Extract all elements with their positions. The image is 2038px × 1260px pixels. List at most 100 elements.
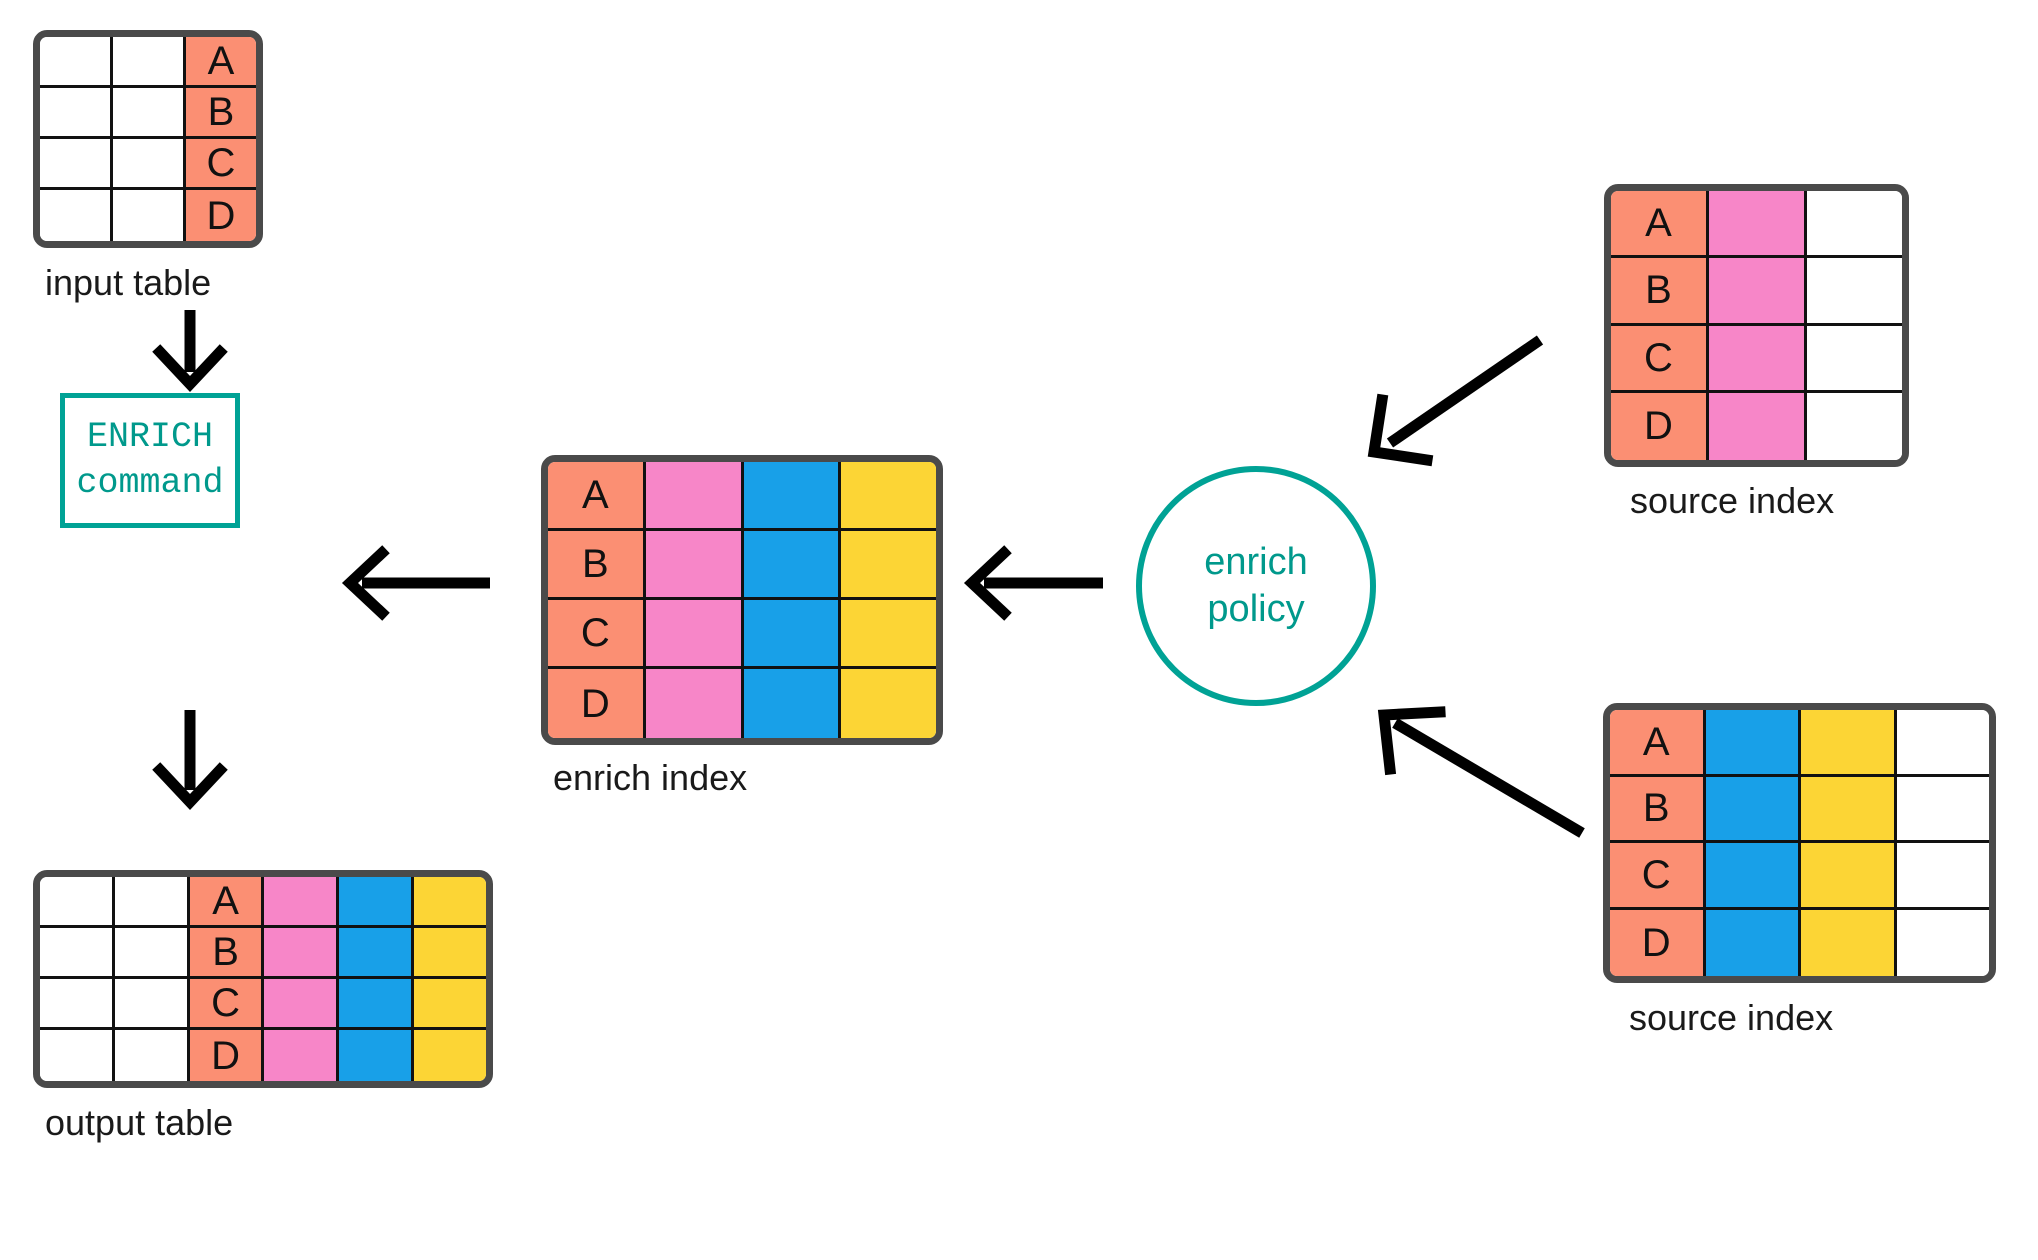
table-cell-key-A: A (1611, 191, 1709, 259)
table-cell-key-D: D (189, 1030, 265, 1081)
table-cell-key-A: A (186, 37, 256, 88)
table-cell (1705, 909, 1801, 976)
table-cell-key-C: C (1611, 325, 1709, 393)
table-row: A (40, 37, 256, 88)
table-cell (414, 979, 486, 1030)
table-row: C (1610, 843, 1989, 910)
table-cell (1807, 392, 1902, 460)
table-cell (414, 877, 486, 928)
table-cell (114, 877, 190, 928)
table-cell-key-C: C (186, 139, 256, 190)
table-cell (1709, 191, 1807, 259)
source-index-bottom-caption: source index (1629, 997, 1834, 1038)
table-cell (1709, 325, 1807, 393)
table-cell (114, 979, 190, 1030)
table-cell (1709, 392, 1807, 460)
table-cell (40, 37, 113, 88)
table-row: C (40, 139, 256, 190)
table-cell (743, 600, 842, 669)
table-cell (114, 928, 190, 979)
table-cell (645, 462, 744, 531)
table-cell (264, 877, 340, 928)
table-cell (645, 600, 744, 669)
table-cell-key-B: B (1611, 258, 1709, 326)
table-cell (841, 669, 936, 738)
table-cell (113, 37, 186, 88)
enrich-command-box[interactable]: ENRICH command (60, 393, 240, 528)
table-row: A (1610, 710, 1989, 777)
table-cell-key-D: D (1611, 392, 1709, 460)
table-cell (1801, 776, 1897, 843)
table-cell (743, 462, 842, 531)
table-cell (1896, 909, 1989, 976)
table-cell (1801, 843, 1897, 910)
table-row: B (548, 531, 936, 600)
table-row: C (1611, 325, 1902, 393)
table-cell (40, 877, 115, 928)
table-cell-key-A: A (548, 462, 646, 531)
arrow-policy-to-enrich-index (963, 545, 1103, 621)
table-cell (40, 190, 113, 241)
table-cell (1896, 843, 1989, 910)
table-cell (1705, 710, 1801, 777)
table-cell (1807, 258, 1902, 326)
table-cell (114, 1030, 190, 1081)
enrich-policy-circle[interactable]: enrich policy (1136, 466, 1376, 706)
table-cell (841, 462, 936, 531)
table-row: D (1610, 909, 1989, 976)
table-cell-key-A: A (1610, 710, 1706, 777)
arrow-input-to-command (152, 310, 228, 393)
source-index-top-caption: source index (1630, 480, 1835, 521)
table-row: D (40, 1030, 486, 1081)
arrow-command-to-output (152, 710, 228, 811)
enrich-policy-line1: enrich (1204, 540, 1308, 583)
table-row: A (1611, 191, 1902, 259)
table-cell (264, 979, 340, 1030)
table-cell (339, 979, 415, 1030)
table-row: A (548, 462, 936, 531)
table-cell (113, 139, 186, 190)
table-row: C (40, 979, 486, 1030)
table-row: D (40, 190, 256, 241)
table-cell-key-C: C (189, 979, 265, 1030)
table-cell-key-D: D (1610, 909, 1706, 976)
table-cell (1807, 325, 1902, 393)
table-cell (645, 669, 744, 738)
table-cell (40, 1030, 115, 1081)
table-cell (264, 928, 340, 979)
table-cell (1705, 776, 1801, 843)
table-cell-key-B: B (189, 928, 265, 979)
table-cell-key-B: B (1610, 776, 1706, 843)
table-cell (1896, 776, 1989, 843)
table-cell (113, 190, 186, 241)
table-row: A (40, 877, 486, 928)
table-row: D (1611, 392, 1902, 460)
table-cell (40, 928, 115, 979)
table-cell (40, 88, 113, 139)
table-cell (1705, 843, 1801, 910)
output-table-caption: output table (45, 1102, 234, 1143)
table-row: B (1611, 258, 1902, 326)
table-row: B (1610, 776, 1989, 843)
table-cell (743, 669, 842, 738)
enrich-command-line1: ENRICH (86, 417, 214, 457)
arrow-enrich-index-to-command (341, 545, 490, 621)
table-cell (841, 600, 936, 669)
table-cell (841, 531, 936, 600)
enrich-command-line2: command (76, 462, 224, 503)
table-cell (414, 1030, 486, 1081)
input-table-caption: input table (45, 262, 212, 303)
arrow-source-bottom-to-policy (1377, 706, 1585, 838)
table-cell (113, 88, 186, 139)
